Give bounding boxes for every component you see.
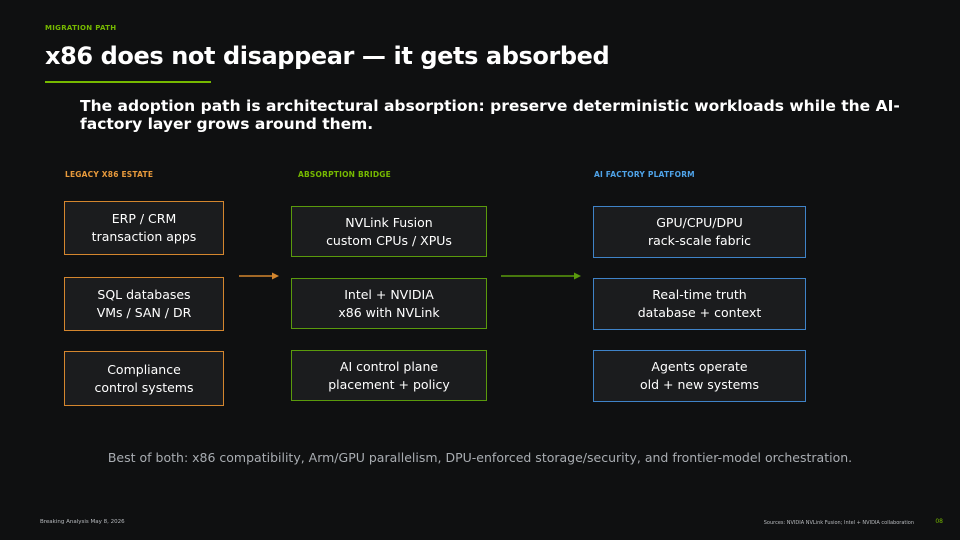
eyebrow-label: MIGRATION PATH — [45, 24, 117, 32]
page-number: 08 — [935, 518, 943, 525]
ai-box-real-time-truth: Real-time truth database + context — [593, 278, 806, 330]
bridge-box-intel-nvidia: Intel + NVIDIA x86 with NVLink — [291, 278, 487, 329]
bridge-to-ai-arrow — [501, 272, 581, 280]
legacy-box-sql-databases: SQL databases VMs / SAN / DR — [64, 277, 224, 331]
legacy-box-erp-crm: ERP / CRM transaction apps — [64, 201, 224, 255]
legacy-to-bridge-arrow — [239, 272, 279, 280]
bridge-box-nvlink-fusion: NVLink Fusion custom CPUs / XPUs — [291, 206, 487, 257]
footer-date-label: Breaking Analysis May 8, 2026 — [40, 519, 125, 525]
ai-column-heading: AI FACTORY PLATFORM — [594, 170, 695, 179]
bridge-box-ai-control-plane: AI control plane placement + policy — [291, 350, 487, 401]
ai-box-agents-operate: Agents operate old + new systems — [593, 350, 806, 402]
bridge-column-heading: ABSORPTION BRIDGE — [298, 170, 391, 179]
ai-box-gpu-cpu-dpu: GPU/CPU/DPU rack-scale fabric — [593, 206, 806, 258]
page-title: x86 does not disappear — it gets absorbe… — [45, 42, 610, 70]
subtitle: The adoption path is architectural absor… — [80, 97, 900, 133]
footer-sources: Sources: NVIDIA NVLink Fusion; Intel + N… — [763, 520, 914, 526]
legacy-box-compliance: Compliance control systems — [64, 351, 224, 406]
summary-footnote: Best of both: x86 compatibility, Arm/GPU… — [107, 450, 853, 465]
title-underline — [45, 81, 211, 83]
legacy-column-heading: LEGACY X86 ESTATE — [65, 170, 154, 179]
